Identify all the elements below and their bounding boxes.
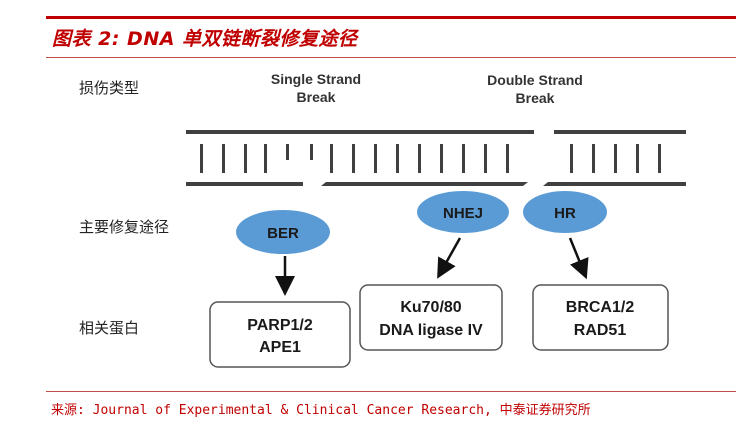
ber-label: BER: [267, 225, 299, 242]
bottom-strand-right: [543, 182, 686, 186]
ber-ellipse: [236, 210, 330, 254]
ber-protein-box: [209, 301, 351, 368]
hr-label: HR: [554, 205, 576, 222]
hr-ellipse: [523, 191, 607, 233]
bottom-strand-middle: [321, 182, 528, 186]
row-label-repair-pathway: 主要修复途径: [79, 218, 170, 236]
top-strand-left: [186, 130, 534, 134]
figure-title: 图表 2: DNA 单双链断裂修复途径: [52, 28, 358, 50]
hr-protein-box: [532, 284, 669, 351]
ber-protein-line1: PARP1/2: [247, 317, 313, 334]
hr-protein-line1: BRCA1/2: [566, 299, 635, 316]
ssb-label-line2: Break: [297, 89, 336, 105]
base-pairs: [200, 144, 661, 173]
ssb-label-line1: Single Strand: [271, 71, 361, 87]
nhej-label: NHEJ: [443, 205, 483, 222]
row-label-proteins: 相关蛋白: [79, 319, 140, 337]
row-label-damage-type: 损伤类型: [79, 79, 140, 97]
top-strand-right: [554, 130, 686, 134]
hr-protein-line2: RAD51: [574, 322, 627, 339]
title-separator: [46, 57, 736, 58]
nhej-protein-line1: Ku70/80: [400, 299, 461, 316]
ber-protein-line2: APE1: [259, 339, 301, 356]
nhej-ellipse: [417, 191, 509, 233]
dsb-label-line1: Double Strand: [487, 72, 583, 88]
nhej-protein-box: [359, 284, 503, 351]
bottom-strand-left: [186, 182, 303, 186]
dna-ladder: [186, 130, 686, 186]
footer-rule: [46, 391, 736, 392]
hr-arrow: [568, 237, 589, 280]
dsb-label-line2: Break: [516, 90, 555, 106]
top-rule: [46, 16, 736, 19]
nhej-arrow: [437, 237, 462, 279]
nhej-protein-line2: DNA ligase IV: [379, 322, 483, 339]
source-note: 来源: Journal of Experimental & Clinical C…: [51, 403, 591, 418]
